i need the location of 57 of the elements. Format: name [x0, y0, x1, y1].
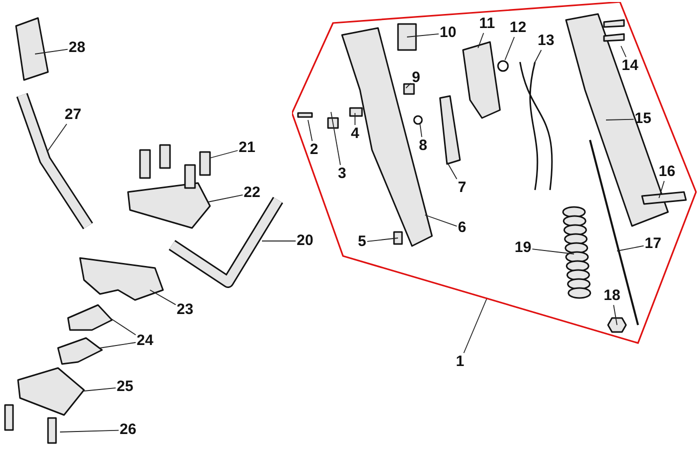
leader-line [366, 238, 398, 242]
leader-line [658, 180, 665, 198]
callout-number: 11 [479, 16, 495, 32]
leader-line [478, 32, 484, 48]
callout-number: 18 [604, 288, 620, 304]
callout-number: 25 [116, 379, 134, 395]
leader-line [208, 194, 244, 202]
callout-number: 12 [510, 20, 526, 36]
callout-number: 3 [338, 166, 346, 182]
callout-number: 6 [458, 220, 466, 236]
callout-number: 5 [358, 234, 366, 250]
leader-line [620, 46, 626, 58]
leader-line [504, 36, 515, 60]
leader-line [354, 112, 356, 126]
callout-number: 19 [514, 240, 532, 256]
leader-line [616, 245, 644, 252]
callout-number: 26 [120, 422, 136, 438]
callout-number: 7 [458, 180, 466, 196]
callout-number: 2 [310, 142, 318, 158]
leader-line [406, 33, 440, 38]
callout-number: 16 [658, 164, 676, 180]
leader-line [60, 430, 120, 432]
leader-line [463, 298, 488, 354]
leader-line [406, 82, 412, 88]
callout-number: 22 [244, 185, 260, 201]
callout-number: 23 [176, 302, 194, 318]
leader-line [308, 120, 313, 142]
leader-line [84, 387, 116, 392]
callout-number: 28 [68, 40, 86, 56]
leader-line [534, 50, 542, 64]
leader-line [446, 162, 458, 180]
callout-number: 1 [456, 354, 464, 370]
leader-line [330, 112, 341, 166]
callout-number: 4 [350, 126, 360, 142]
leader-line [262, 240, 296, 242]
leader-line [100, 342, 136, 348]
callout-number: 14 [622, 58, 638, 74]
leader-line [606, 118, 634, 120]
callout-number: 15 [634, 111, 652, 127]
leader-line [46, 124, 68, 152]
callout-number: 24 [136, 333, 154, 349]
leader-line [613, 304, 618, 326]
leader-line [424, 214, 458, 227]
callout-number: 9 [412, 70, 420, 86]
leader-line [110, 318, 136, 336]
leader-line [150, 290, 176, 306]
leader-line [420, 124, 422, 138]
callout-number: 8 [418, 138, 428, 154]
callout-number: 13 [538, 33, 554, 49]
callout-number: 20 [296, 233, 314, 249]
callout-number: 21 [238, 140, 256, 156]
callout-number: 17 [644, 236, 662, 252]
callout-number: 27 [64, 107, 82, 123]
callout-number: 10 [440, 25, 456, 41]
leader-line [34, 48, 68, 54]
leader-line [532, 248, 574, 254]
leader-line [210, 150, 238, 158]
